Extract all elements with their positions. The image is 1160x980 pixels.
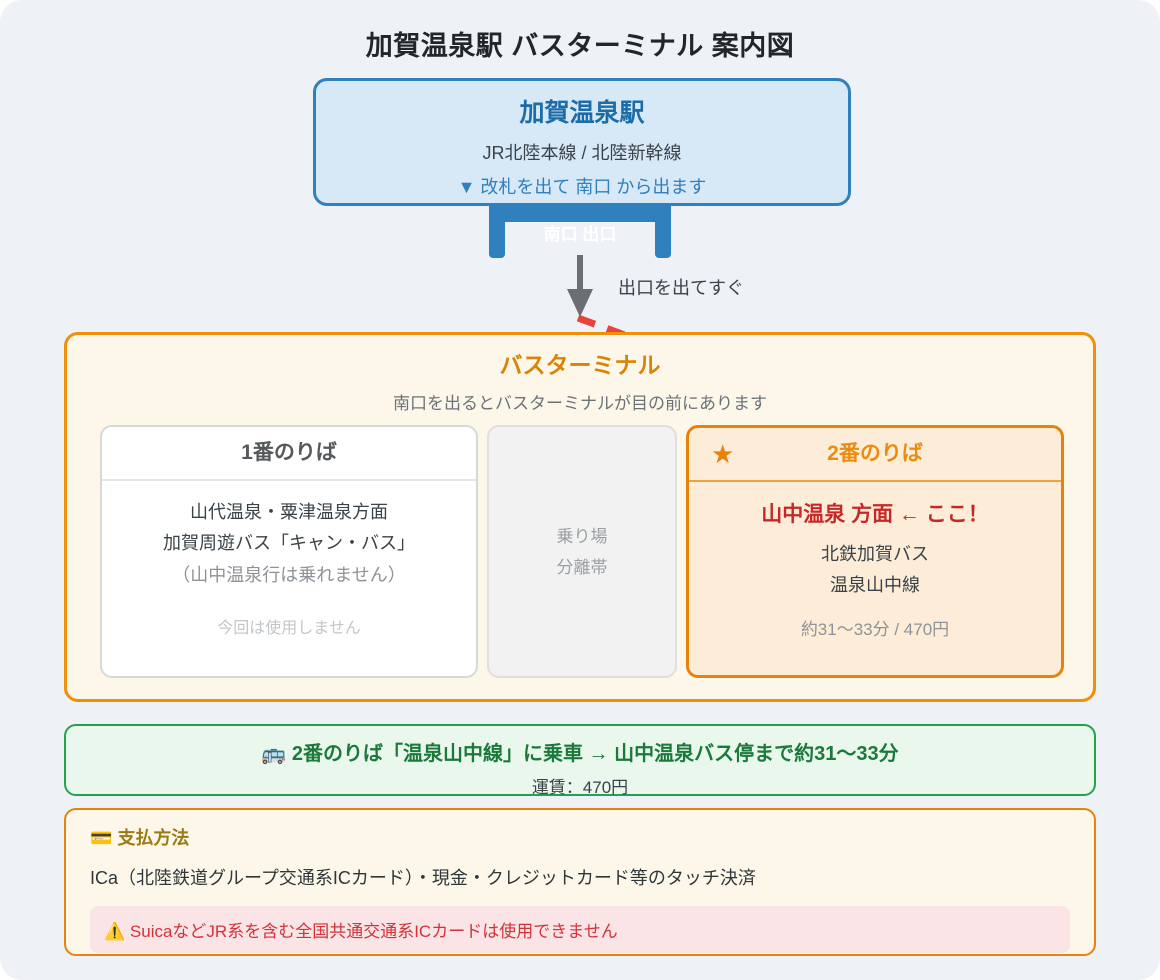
platform-1-destination: 山代温泉・粟津温泉方面: [190, 502, 388, 522]
bus-icon: 🚌: [261, 741, 287, 765]
exit-tab-leg-left: [489, 206, 505, 258]
platform-2-header-label: 2番のりば: [827, 442, 923, 465]
platform-2-box[interactable]: ★ 2番のりば 山中温泉 方面 ← ここ！ 北鉄加賀バス 温泉山中線 約31〜3…: [686, 425, 1064, 678]
divider-label-line2: 分離帯: [556, 557, 608, 577]
payment-methods: ICa（北陸鉄道グループ交通系ICカード）・現金・クレジットカード等のタッチ決済: [90, 868, 756, 888]
down-arrow-icon: [567, 255, 593, 317]
station-lines: JR北陸本線 / 北陸新幹線: [482, 143, 682, 163]
station-box: 加賀温泉駅 JR北陸本線 / 北陸新幹線 ▼ 改札を出て 南口 から出ます: [313, 78, 851, 206]
payment-heading-label: 支払方法: [117, 828, 190, 848]
ride-summary-box: 🚌 2番のりば「温泉山中線」に乗車 → 山中温泉バス停まで約31〜33分 運賃：…: [64, 724, 1096, 797]
platform-2-duration-fare: 約31〜33分 / 470円: [800, 620, 950, 639]
platform-1-body: 山代温泉・粟津温泉方面 加賀周遊バス「キャン・バス」 （山中温泉行は乗れません）…: [102, 481, 476, 638]
summary-fare: 運賃：470円: [531, 778, 629, 797]
south-exit-tab: 南口 出口: [489, 206, 671, 258]
platform-1-header: 1番のりば: [102, 427, 476, 481]
terminal-name: バスターミナル: [499, 352, 661, 378]
warning-icon: ⚠️: [104, 922, 126, 942]
platform-row: 1番のりば 山代温泉・粟津温泉方面 加賀周遊バス「キャン・バス」 （山中温泉行は…: [100, 425, 1064, 678]
station-exit-note: ▼ 改札を出て 南口 から出ます: [457, 177, 707, 197]
platform-divider-box: 乗り場 分離帯: [487, 425, 677, 678]
platform-2-route: 温泉山中線: [830, 575, 920, 595]
payment-warning: ⚠️ SuicaなどJR系を含む全国共通交通系ICカードは使用できません: [90, 906, 1070, 953]
exit-tab-bar: [489, 206, 671, 222]
platform-1-caveat: （山中温泉行は乗れません）: [172, 565, 406, 585]
payment-warning-text: SuicaなどJR系を含む全国共通交通系ICカードは使用できません: [129, 922, 618, 941]
platform-2-highlight: 山中温泉 方面 ← ここ！: [761, 503, 989, 526]
exit-caption: 出口を出てすぐ: [618, 278, 744, 298]
star-icon: ★: [711, 439, 735, 469]
platform-1-box[interactable]: 1番のりば 山代温泉・粟津温泉方面 加賀周遊バス「キャン・バス」 （山中温泉行は…: [100, 425, 478, 678]
page-title: 加賀温泉駅 バスターミナル 案内図: [365, 31, 795, 61]
platform-1-service: 加賀周遊バス「キャン・バス」: [163, 533, 415, 553]
payment-heading: 💳 支払方法: [90, 824, 1070, 850]
exit-tab-label: 南口 出口: [543, 225, 617, 244]
platform-2-operator: 北鉄加賀バス: [821, 544, 929, 564]
summary-main-line: 🚌 2番のりば「温泉山中線」に乗車 → 山中温泉バス停まで約31〜33分: [66, 737, 1094, 766]
terminal-subtitle: 南口を出るとバスターミナルが目の前にあります: [393, 394, 767, 413]
exit-tab-leg-right: [655, 206, 671, 258]
platform-2-header: ★ 2番のりば: [689, 428, 1061, 482]
station-name: 加賀温泉駅: [519, 99, 645, 127]
payment-box: 💳 支払方法 ICa（北陸鉄道グループ交通系ICカード）・現金・クレジットカード…: [64, 808, 1096, 956]
bus-terminal-box: バスターミナル 南口を出るとバスターミナルが目の前にあります 1番のりば 山代温…: [64, 332, 1096, 702]
divider-label-line1: 乗り場: [556, 526, 608, 546]
credit-card-icon: 💳: [90, 828, 113, 849]
platform-1-note: 今回は使用しません: [217, 620, 361, 637]
platform-2-body: 山中温泉 方面 ← ここ！ 北鉄加賀バス 温泉山中線 約31〜33分 / 470…: [689, 482, 1061, 640]
summary-main-text: 2番のりば「温泉山中線」に乗車 → 山中温泉バス停まで約31〜33分: [291, 743, 899, 765]
